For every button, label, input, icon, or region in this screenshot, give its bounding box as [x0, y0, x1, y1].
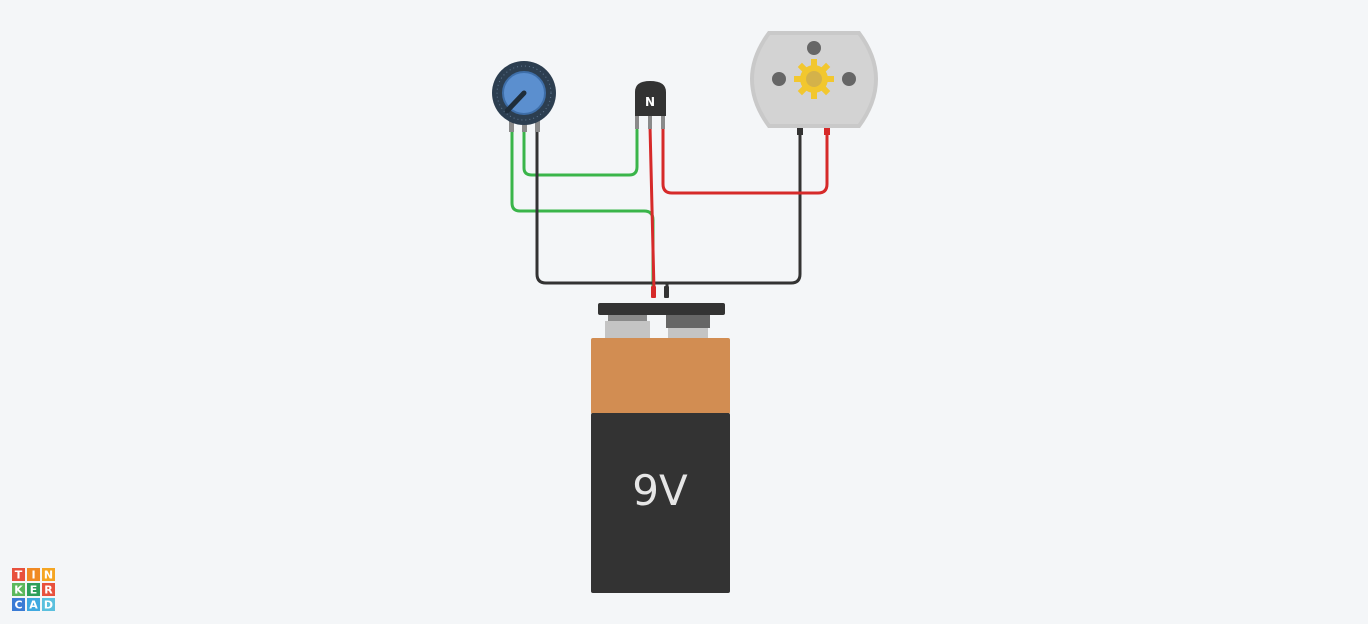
logo-tile [27, 598, 40, 611]
battery-terminal-positive[interactable] [608, 315, 647, 321]
logo-tile [42, 583, 55, 596]
battery-9v[interactable]: 9V [591, 303, 730, 593]
battery-cap [598, 303, 725, 315]
motor-screw-right [842, 72, 856, 86]
wire-black-ground[interactable] [535, 128, 802, 285]
wire-red-transistor-to-motor[interactable] [661, 124, 829, 195]
wire-green-pot-to-battery[interactable] [510, 128, 655, 292]
logo-letter: E [30, 584, 38, 597]
logo-letter: D [44, 599, 53, 612]
potentiometer-indicator [504, 90, 527, 114]
logo-tile [42, 598, 55, 611]
motor-screw-left [772, 72, 786, 86]
logo-tile [12, 598, 25, 611]
battery-lead-black-tip [664, 286, 669, 298]
transistor-label: N [645, 95, 655, 109]
logo-letter: R [44, 584, 53, 597]
gear-icon [794, 59, 834, 99]
battery-top-band [591, 338, 730, 414]
potentiometer[interactable] [492, 61, 556, 132]
logo-letter: A [29, 599, 38, 612]
logo-tile [12, 568, 25, 581]
logo-tile [27, 568, 40, 581]
battery-lead-red-tip [651, 286, 656, 298]
wire-green-pot-to-transistor[interactable] [522, 128, 639, 177]
logo-tile [27, 583, 40, 596]
logo-letter: C [14, 599, 22, 612]
logo-tile [12, 583, 25, 596]
logo-letter: K [14, 584, 23, 597]
battery-label: 9V [632, 466, 688, 515]
transistor-body [635, 81, 666, 116]
battery-body [591, 413, 730, 593]
dc-motor[interactable] [750, 31, 878, 135]
logo-letter: I [31, 569, 35, 582]
logo-letter: N [44, 569, 53, 582]
wire-red-transistor-to-battery[interactable] [648, 124, 656, 292]
logo-letter: T [15, 569, 23, 582]
battery-terminal-negative[interactable] [666, 315, 710, 328]
motor-screw-top [807, 41, 821, 55]
logo-tile [42, 568, 55, 581]
npn-transistor[interactable]: N [635, 81, 666, 129]
